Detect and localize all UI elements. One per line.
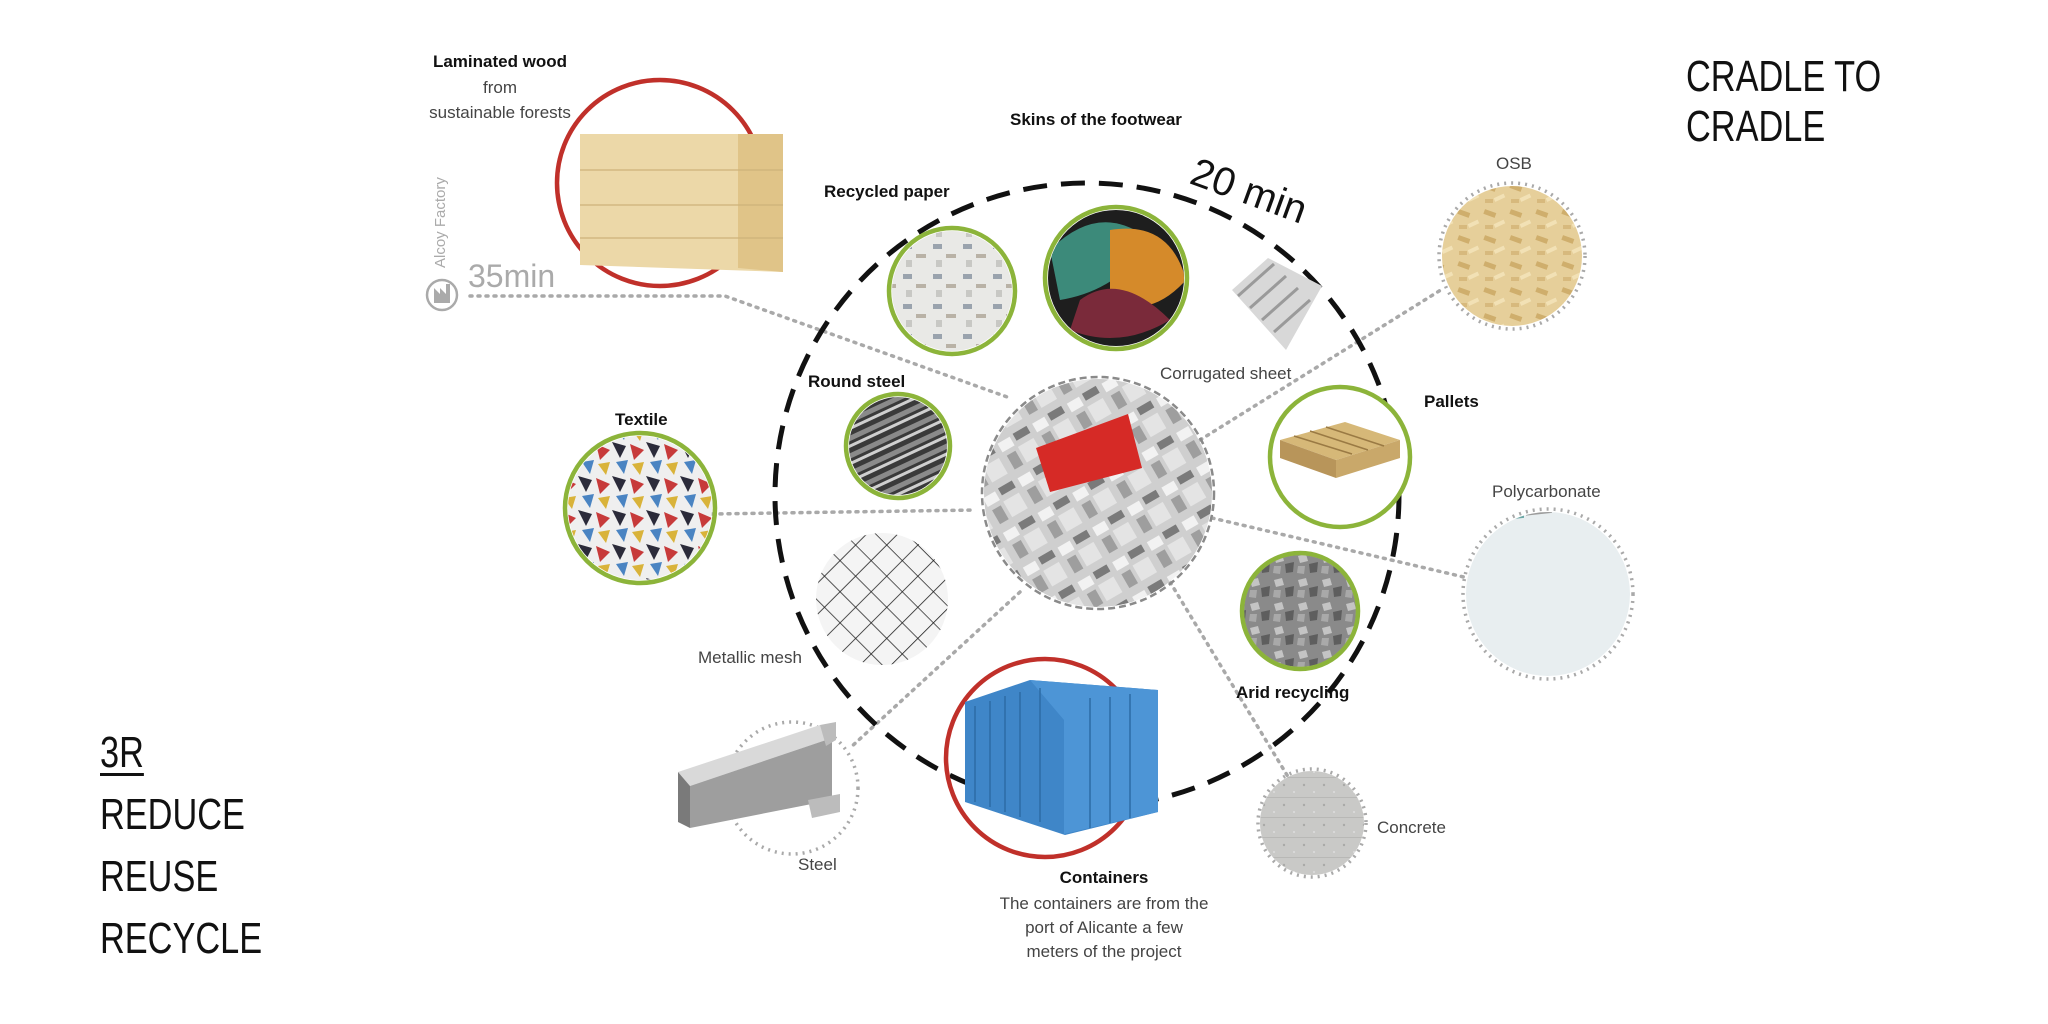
polycarbonate-node	[1461, 507, 1635, 681]
arid-recycling-node	[1239, 550, 1361, 672]
page-title: CRADLE TO CRADLE	[1686, 52, 1882, 151]
concrete-label: Concrete	[1377, 818, 1446, 837]
concrete-node	[1256, 767, 1368, 879]
factory-time-label: 35min	[468, 258, 556, 294]
steel-label: Steel	[798, 855, 837, 874]
connector-concrete	[1168, 580, 1292, 782]
strategy-item-reuse: REUSE	[100, 852, 219, 901]
metallic-mesh-label: Metallic mesh	[698, 648, 802, 667]
textile-label: Textile	[615, 410, 668, 429]
recycled-paper-label: Recycled paper	[824, 182, 950, 201]
skins-node	[1042, 204, 1190, 352]
recycled-paper-node	[886, 225, 1018, 357]
pallets-node	[1267, 384, 1413, 530]
arid-recycling-label: Arid recycling	[1236, 683, 1350, 702]
osb-node	[1437, 181, 1587, 331]
connector-osb	[1198, 286, 1446, 442]
steel-node	[678, 720, 860, 856]
factory-icon	[425, 278, 459, 312]
strategy-heading: 3R	[100, 728, 144, 777]
connector-textile	[710, 508, 977, 516]
round-steel-label: Round steel	[808, 372, 906, 391]
containers-line1: The containers are from the	[999, 894, 1209, 913]
metallic-mesh-node	[816, 533, 948, 665]
connector-factory	[468, 294, 1012, 400]
round-steel-node	[843, 391, 953, 501]
strategy-item-recycle: RECYCLE	[100, 914, 263, 963]
osb-label: OSB	[1496, 154, 1532, 173]
strategy-item-reduce: REDUCE	[100, 790, 245, 839]
corrugated-sheet-label: Corrugated sheet	[1160, 364, 1292, 383]
laminated-wood-line3: sustainable forests	[429, 103, 571, 122]
factory-name: Alcoy Factory	[432, 177, 449, 268]
polycarbonate-label: Polycarbonate	[1492, 482, 1601, 501]
steel-beam-image	[678, 725, 832, 786]
connectors	[468, 286, 1470, 782]
containers-node	[943, 656, 1158, 860]
connector-polycarbonate	[1210, 516, 1470, 580]
laminated-wood-line2: from	[483, 78, 517, 97]
containers-line3: meters of the project	[1026, 942, 1182, 961]
laminated-wood-node	[554, 77, 783, 289]
project-site-node	[980, 375, 1216, 611]
laminated-wood-title: Laminated wood	[432, 52, 568, 71]
textile-node	[562, 430, 718, 586]
project-site-marker	[1036, 414, 1142, 492]
connector-steel	[848, 590, 1022, 750]
containers-title: Containers	[1059, 868, 1149, 887]
pallets-label: Pallets	[1424, 392, 1479, 411]
skins-label: Skins of the footwear	[1010, 110, 1182, 129]
corrugated-sheet-image	[1232, 258, 1322, 350]
containers-line2: port of Alicante a few	[1025, 918, 1183, 937]
